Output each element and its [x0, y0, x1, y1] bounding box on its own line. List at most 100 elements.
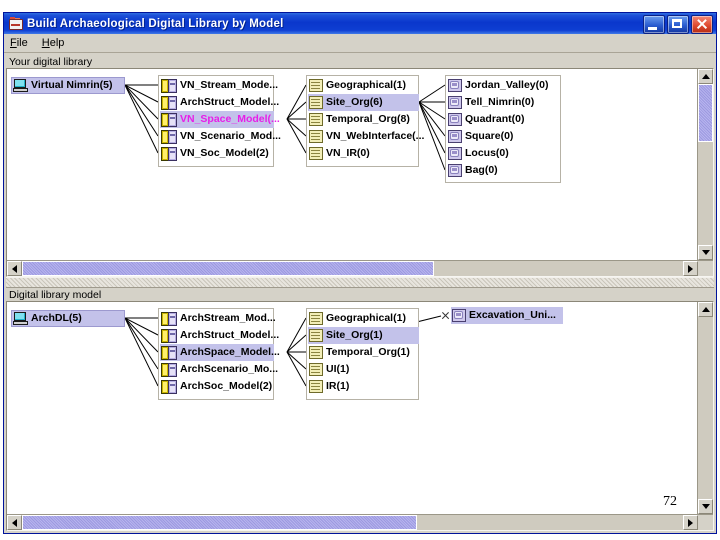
top-entity-node-2[interactable]: Quadrant(0)	[447, 111, 561, 128]
top-hscroll-thumb[interactable]	[22, 261, 434, 276]
bottom-scroll-corner	[698, 515, 713, 530]
top-scroll-down-button[interactable]	[698, 245, 713, 260]
bottom-hscroll-thumb[interactable]	[22, 515, 417, 530]
bottom-org-node-0[interactable]: Geographical(1)	[308, 310, 419, 327]
minimize-button[interactable]	[643, 15, 665, 34]
client-area: Your digital library	[4, 53, 716, 533]
top-org-node-1[interactable]: Site_Org(6)	[308, 94, 419, 111]
top-entity-node-0[interactable]: Jordan_Valley(0)	[447, 77, 561, 94]
bottom-model-label-3: ArchScenario_Mo...	[180, 363, 279, 375]
top-hscroll-track[interactable]	[22, 261, 683, 276]
top-model-node-0[interactable]: VN_Stream_Mode...	[160, 77, 278, 94]
bottom-model-node-4[interactable]: ArchSoc_Model(2)	[160, 378, 274, 395]
bottom-org-node-2[interactable]: Temporal_Org(1)	[308, 344, 419, 361]
bottom-orgs-box: Geographical(1) Site_Org(1) Temporal_Org…	[306, 308, 419, 400]
top-entities-box: Jordan_Valley(0) Tell_Nimrin(0) Quadrant…	[445, 75, 561, 183]
top-entity-label-1: Tell_Nimrin(0)	[465, 96, 535, 108]
bottom-scrollpane: ArchDL(5) ArchStream_Mod... ArchStruct_M…	[6, 301, 714, 531]
bottom-scroll-up-button[interactable]	[698, 302, 713, 317]
top-entity-label-2: Quadrant(0)	[465, 113, 525, 125]
model-icon	[161, 78, 177, 93]
model-icon	[161, 129, 177, 144]
close-button[interactable]	[691, 15, 713, 34]
top-org-label-0: Geographical(1)	[326, 79, 406, 91]
model-icon	[161, 379, 177, 394]
bottom-root-node[interactable]: ArchDL(5)	[11, 310, 125, 327]
bottom-model-label-4: ArchSoc_Model(2)	[180, 380, 273, 392]
menu-file[interactable]: File	[10, 37, 28, 49]
top-vscroll-track[interactable]	[698, 84, 713, 245]
top-model-label-1: ArchStruct_Model...	[180, 96, 280, 108]
entity-icon	[452, 309, 466, 322]
bottom-model-node-0[interactable]: ArchStream_Mod...	[160, 310, 276, 327]
top-entity-label-4: Locus(0)	[465, 147, 509, 159]
bottom-model-node-3[interactable]: ArchScenario_Mo...	[160, 361, 278, 378]
top-scroll-left-button[interactable]	[7, 261, 22, 276]
model-icon	[161, 112, 177, 127]
top-org-label-4: VN_IR(0)	[326, 147, 370, 159]
digital-library-model-panel: Digital library model	[6, 288, 714, 531]
bottom-root-label: ArchDL(5)	[31, 312, 82, 324]
top-scrollpane: Virtual Nimrin(5) VN_Stream_Mode...	[6, 68, 714, 277]
note-icon	[309, 329, 323, 342]
top-model-node-4[interactable]: VN_Soc_Model(2)	[160, 145, 274, 162]
bottom-org-node-4[interactable]: IR(1)	[308, 378, 419, 395]
top-entity-node-5[interactable]: Bag(0)	[447, 162, 561, 179]
model-icon	[161, 328, 177, 343]
bottom-org-node-3[interactable]: UI(1)	[308, 361, 419, 378]
top-org-node-4[interactable]: VN_IR(0)	[308, 145, 419, 162]
bottom-org-label-1: Site_Org(1)	[326, 329, 383, 341]
expand-handle-icon[interactable]	[441, 311, 450, 320]
menu-file-label-rest: ile	[16, 37, 28, 49]
bottom-horizontal-scrollbar[interactable]	[7, 514, 713, 530]
bottom-scroll-down-button[interactable]	[698, 499, 713, 514]
note-icon	[309, 96, 323, 109]
bottom-scroll-right-button[interactable]	[683, 515, 698, 530]
top-org-label-2: Temporal_Org(8)	[326, 113, 410, 125]
bottom-org-label-0: Geographical(1)	[326, 312, 406, 324]
bottom-model-node-1[interactable]: ArchStruct_Model...	[160, 327, 279, 344]
maximize-button[interactable]	[667, 15, 689, 34]
top-entity-node-1[interactable]: Tell_Nimrin(0)	[447, 94, 561, 111]
top-vscroll-thumb[interactable]	[698, 84, 713, 142]
bottom-model-node-2[interactable]: ArchSpace_Model...	[160, 344, 280, 361]
top-root-node[interactable]: Virtual Nimrin(5)	[11, 77, 125, 94]
top-model-label-3: VN_Scenario_Mod...	[180, 130, 281, 142]
model-icon	[161, 95, 177, 110]
bottom-vscroll-track[interactable]	[698, 317, 713, 499]
bottom-graph-canvas[interactable]: ArchDL(5) ArchStream_Mod... ArchStruct_M…	[7, 302, 697, 514]
model-icon	[161, 362, 177, 377]
note-icon	[309, 79, 323, 92]
bottom-vertical-scrollbar[interactable]	[697, 302, 713, 514]
top-scroll-right-button[interactable]	[683, 261, 698, 276]
books-icon	[8, 16, 23, 31]
bottom-models-box: ArchStream_Mod... ArchStruct_Model... Ar…	[158, 308, 280, 400]
top-entity-node-3[interactable]: Square(0)	[447, 128, 561, 145]
title-bar[interactable]: Build Archaeological Digital Library by …	[4, 13, 716, 34]
top-model-node-2[interactable]: VN_Space_Model(...	[160, 111, 280, 128]
computer-icon	[13, 312, 28, 325]
panel-splitter[interactable]	[6, 277, 714, 288]
note-icon	[309, 363, 323, 376]
entity-icon	[448, 164, 462, 177]
top-model-node-1[interactable]: ArchStruct_Model...	[160, 94, 279, 111]
top-vertical-scrollbar[interactable]	[697, 69, 713, 260]
bottom-entity-node-0[interactable]: Excavation_Uni...	[451, 307, 563, 324]
bottom-org-node-1[interactable]: Site_Org(1)	[308, 327, 419, 344]
top-graph-canvas[interactable]: Virtual Nimrin(5) VN_Stream_Mode...	[7, 69, 697, 260]
top-root-label: Virtual Nimrin(5)	[31, 79, 113, 91]
top-model-label-2: VN_Space_Model(...	[180, 113, 280, 125]
bottom-hscroll-track[interactable]	[22, 515, 683, 530]
top-horizontal-scrollbar[interactable]	[7, 260, 713, 276]
menu-help[interactable]: Help	[41, 37, 65, 49]
top-scroll-up-button[interactable]	[698, 69, 713, 84]
bottom-scroll-left-button[interactable]	[7, 515, 22, 530]
application-window: Build Archaeological Digital Library by …	[3, 12, 717, 534]
top-entity-node-4[interactable]: Locus(0)	[447, 145, 561, 162]
top-org-node-2[interactable]: Temporal_Org(8)	[308, 111, 419, 128]
top-model-node-3[interactable]: VN_Scenario_Mod...	[160, 128, 281, 145]
top-org-node-0[interactable]: Geographical(1)	[308, 77, 419, 94]
top-models-box: VN_Stream_Mode... ArchStruct_Model... VN…	[158, 75, 281, 167]
top-org-node-3[interactable]: VN_WebInterface(...	[308, 128, 424, 145]
